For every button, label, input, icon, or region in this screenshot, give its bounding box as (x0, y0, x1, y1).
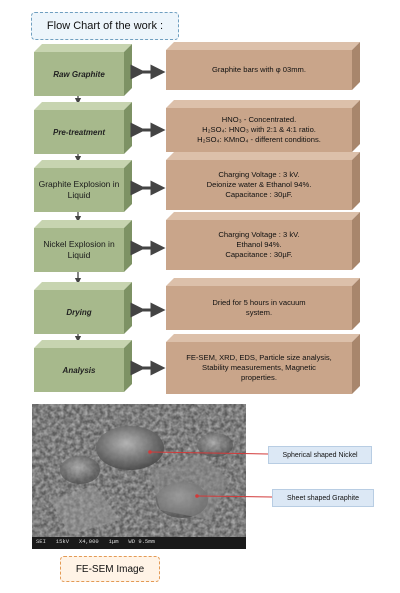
flowchart-title: Flow Chart of the work : (31, 12, 179, 40)
step-description-5: Dried for 5 hours in vacuum system. (212, 298, 306, 317)
step-description-3: Charging Voltage : 3 kV. Deionize water … (206, 170, 312, 199)
sem-callout-nickel: Spherical shaped Nickel (268, 446, 372, 464)
sem-callout-graphite: Sheet shaped Graphite (272, 489, 374, 507)
step-label-2: Pre-treatment (52, 127, 105, 137)
step-label-6: Analysis (62, 365, 96, 375)
step-label-3: Graphite Explosion in Liquid (38, 179, 120, 200)
step-description-1: Graphite bars with φ 03mm. (212, 65, 306, 74)
fe-sem-caption: FE-SEM Image (60, 556, 160, 582)
step-description-6: FE-SEM, XRD, EDS, Particle size analysis… (186, 353, 332, 382)
step-description-4: Charging Voltage : 3 kV. Ethanol 94%. Ca… (218, 230, 300, 259)
sem-footer-text: SEI 15kV X4,000 1µm WD 9.5mm (36, 538, 155, 545)
fe-sem-image (32, 404, 246, 549)
step-label-5: Drying (66, 307, 92, 317)
step-label-1: Raw Graphite (53, 69, 105, 79)
step-label-4: Nickel Explosion in Liquid (43, 239, 115, 260)
step-description-2: HNO₃ - Concentrated. H₂SO₄: HNO₃ with 2:… (197, 115, 321, 144)
